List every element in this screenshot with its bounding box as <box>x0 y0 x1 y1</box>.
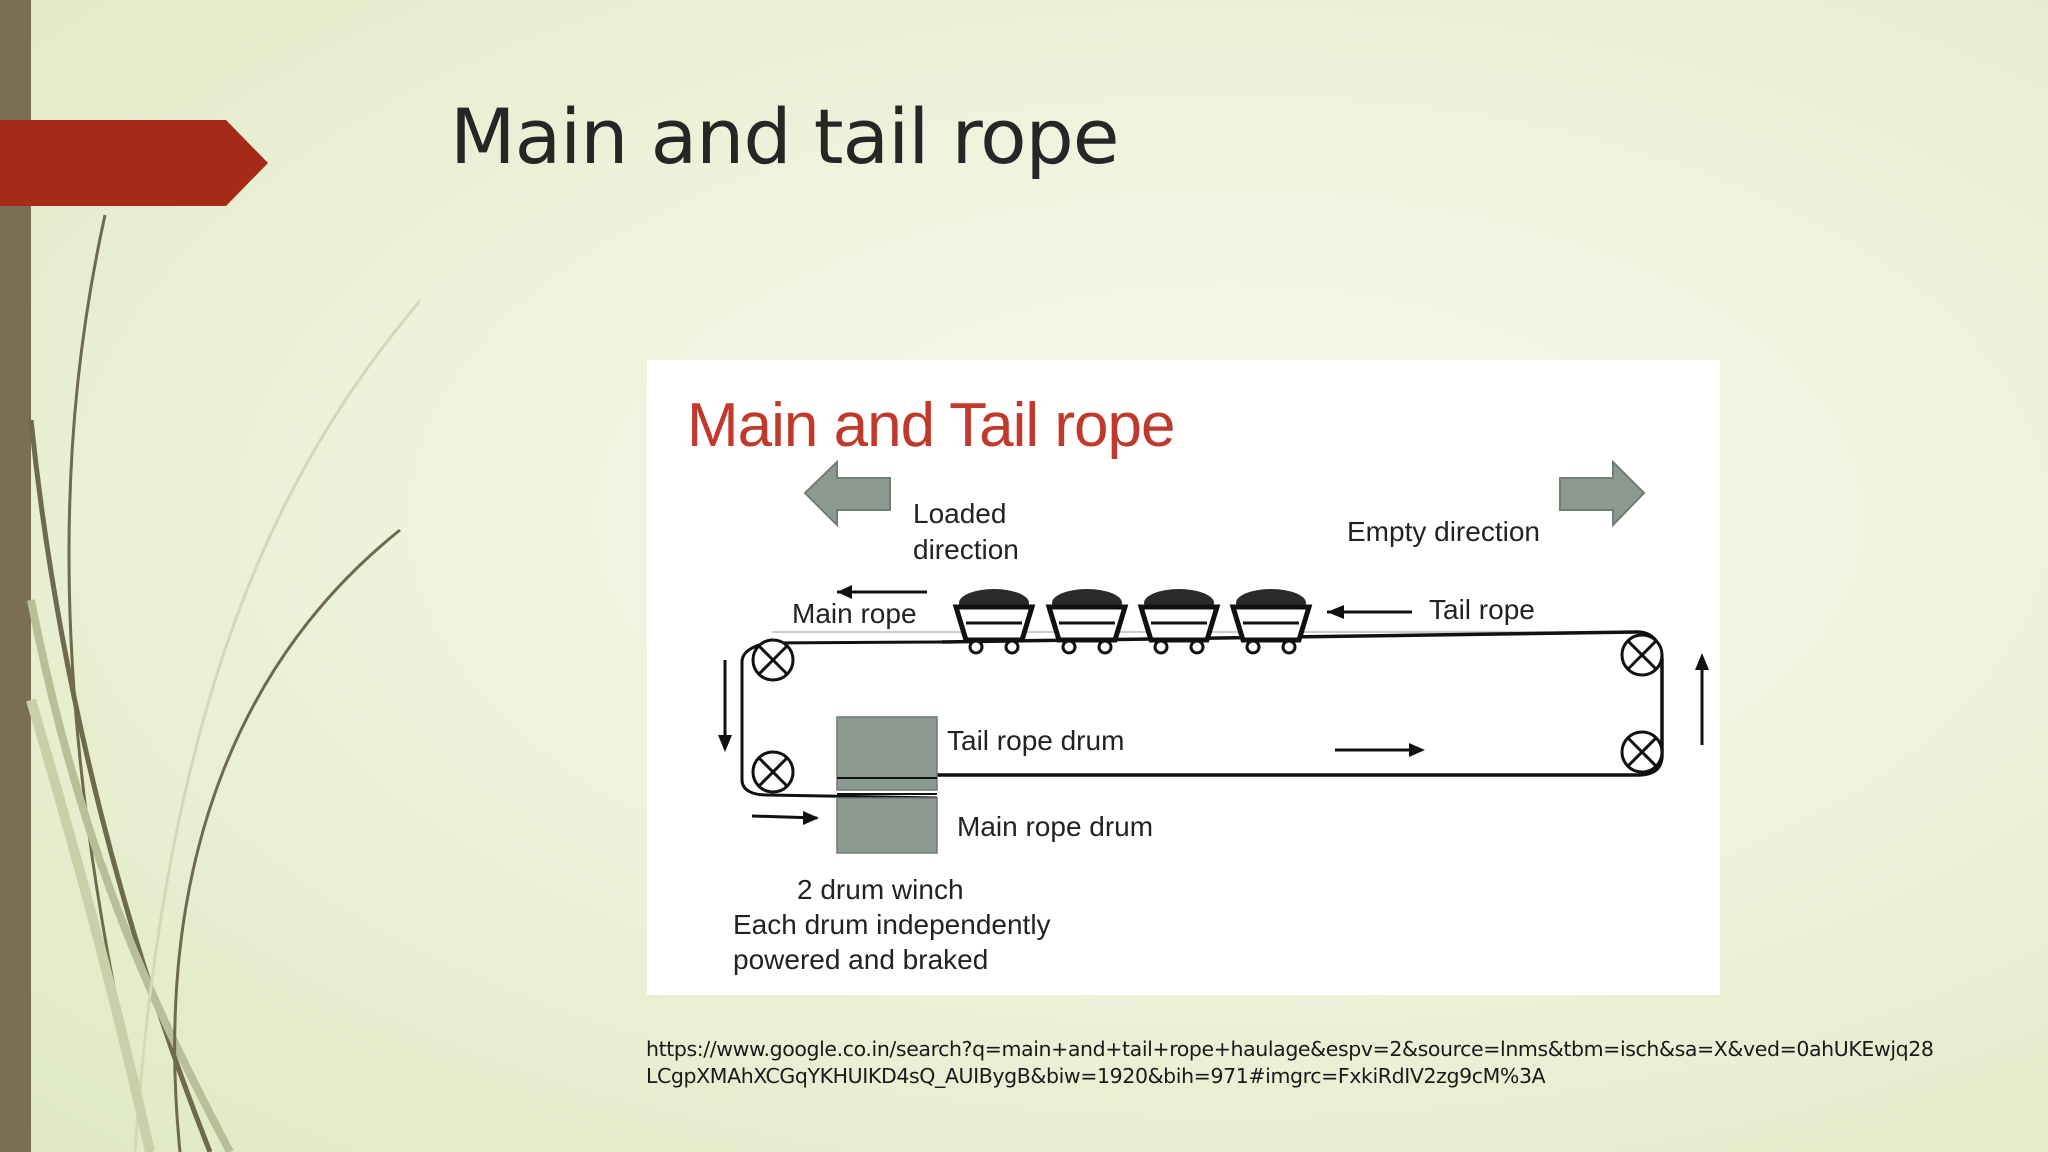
pulley-icon <box>751 638 795 682</box>
source-url-link[interactable]: https://www.google.co.in/search?q=main+a… <box>646 1037 1934 1088</box>
pulley-icon <box>1620 730 1664 774</box>
empty-direction-label: Empty direction <box>1347 516 1540 547</box>
tail-rope-drum <box>836 716 938 791</box>
diagram-graphics <box>718 459 1709 854</box>
main-tail-rope-diagram: Main and Tail rope Loaded direction Empt… <box>647 360 1720 995</box>
slide-title: Main and tail rope <box>450 92 1120 181</box>
tail-rope-label: Tail rope <box>1429 594 1535 625</box>
mine-car-icon <box>1229 589 1313 655</box>
winch-caption-line2: Each drum independently <box>733 909 1051 940</box>
main-rope-drum-label: Main rope drum <box>957 811 1154 842</box>
mine-car-icon <box>1045 589 1129 655</box>
decorative-grass-curves <box>26 214 420 1152</box>
tail-rope-drum-label: Tail rope drum <box>947 725 1125 756</box>
figure-title: Main and Tail rope <box>687 391 1176 460</box>
winch-caption-line3: powered and braked <box>733 944 989 975</box>
pulley-icon <box>1620 633 1664 677</box>
main-rope-label: Main rope <box>792 598 917 629</box>
winch-caption-line1: 2 drum winch <box>797 874 964 905</box>
pulley-icon <box>751 750 795 794</box>
loaded-direction-arrow-icon <box>803 459 891 528</box>
title-accent-tab <box>0 120 268 206</box>
loaded-direction-label: Loaded direction <box>913 498 1019 565</box>
mine-car-icon <box>1137 589 1221 655</box>
mine-car-icon <box>952 589 1036 655</box>
main-rope-drum <box>836 797 938 854</box>
empty-direction-arrow-icon <box>1559 459 1646 528</box>
